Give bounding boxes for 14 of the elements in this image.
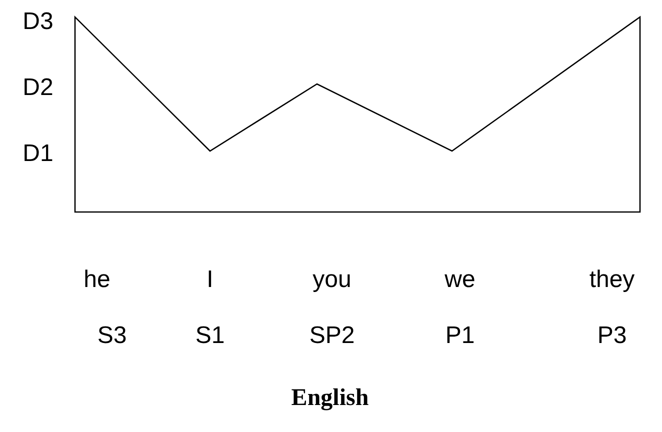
category-code: S3: [97, 324, 127, 348]
category-label: we: [444, 268, 476, 292]
category-label: you: [312, 268, 352, 292]
category-label: he: [84, 268, 110, 292]
chart-caption: English: [291, 386, 369, 410]
tick-label: D2: [22, 76, 54, 100]
category-label: I: [206, 268, 214, 292]
category-code: P1: [445, 324, 475, 348]
category-code: P3: [597, 324, 627, 348]
category-code: SP2: [309, 324, 355, 348]
category-code: S1: [195, 324, 225, 348]
tick-label: D3: [22, 10, 54, 34]
category-label: they: [589, 268, 635, 292]
tick-label: D1: [22, 142, 54, 166]
